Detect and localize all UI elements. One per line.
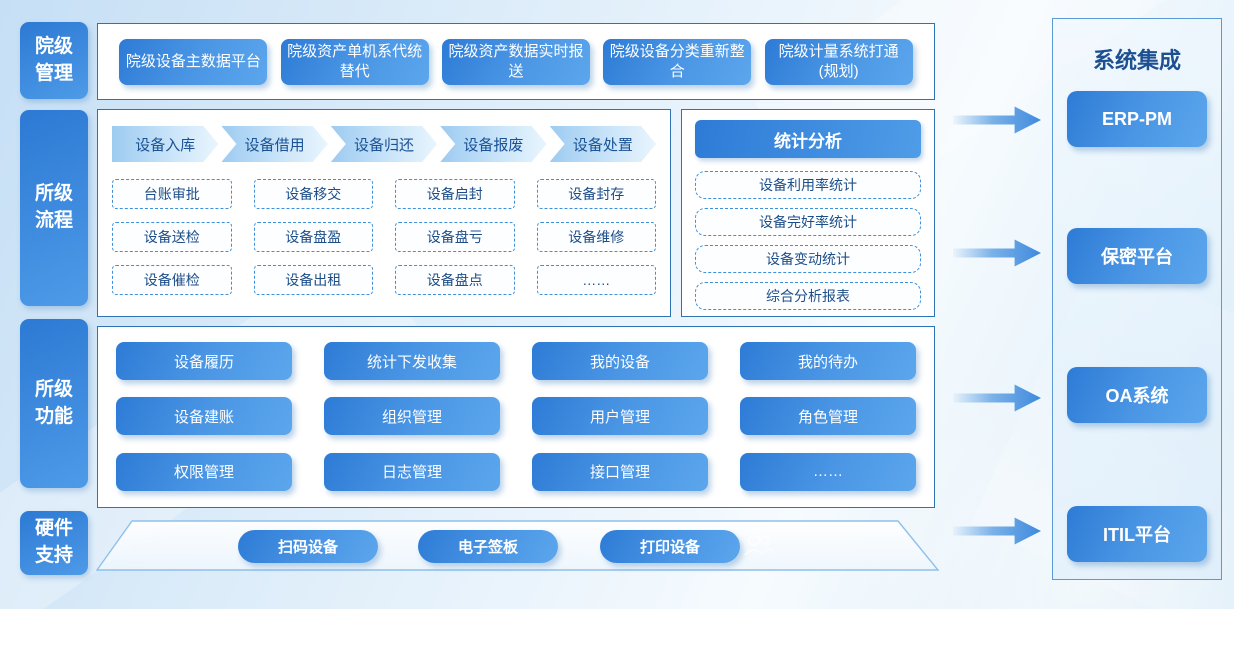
hospital-feature-box: 院级资产单机系代统替代 <box>280 38 429 85</box>
process-chevron-flow: 设备入库 设备借用 设备归还 设备报废 设备处置 <box>112 126 656 162</box>
rail-tab-hardware-support: 硬件支持 <box>20 511 88 575</box>
integration-arrow <box>953 384 1041 412</box>
process-item: 设备封存 <box>536 179 656 209</box>
function-box: 角色管理 <box>740 397 916 436</box>
rail-tab-institute-process: 所级流程 <box>20 110 88 306</box>
process-item: 设备盘亏 <box>395 222 515 252</box>
function-box: 我的设备 <box>532 342 708 380</box>
hardware-device-pill: 打印设备 <box>600 530 740 563</box>
hospital-feature-box: 院级资产数据实时报送 <box>441 38 590 85</box>
process-item: 设备盘点 <box>395 265 515 295</box>
integration-system-box: 保密平台 <box>1067 228 1207 284</box>
function-box: 日志管理 <box>324 452 500 491</box>
hardware-device-pill: 扫码设备 <box>238 530 378 563</box>
rail-tab-label: 院级管理 <box>34 35 73 84</box>
function-box: 用户管理 <box>532 397 708 436</box>
process-item: 设备移交 <box>253 179 373 209</box>
statistics-item: 设备变动统计 <box>695 245 921 273</box>
rail-tab-label: 硬件支持 <box>34 518 73 566</box>
process-item: 设备启封 <box>395 179 515 209</box>
people-watermark-icon <box>744 534 775 556</box>
process-item: 设备送检 <box>112 222 232 252</box>
integration-arrow <box>953 239 1041 267</box>
integration-system-box: ERP-PM <box>1067 91 1207 147</box>
statistics-item: 设备完好率统计 <box>695 208 921 236</box>
process-item: 设备催检 <box>112 265 232 295</box>
hardware-device-pill: 电子签板 <box>418 530 558 563</box>
flow-step: 设备处置 <box>550 126 656 162</box>
flow-step: 设备入库 <box>112 126 218 162</box>
rail-tab-hospital-management: 院级管理 <box>20 22 88 99</box>
function-box: 设备履历 <box>116 342 292 380</box>
function-box: 统计下发收集 <box>324 342 500 380</box>
rail-tab-institute-functions: 所级功能 <box>20 319 88 488</box>
process-item: 设备出租 <box>253 265 373 295</box>
flow-step: 设备借用 <box>221 126 327 162</box>
rail-tab-label: 所级功能 <box>34 378 73 427</box>
statistics-header: 统计分析 <box>695 120 921 158</box>
function-box: 设备建账 <box>116 397 292 436</box>
integration-system-box: ITIL平台 <box>1067 506 1207 562</box>
function-box: 权限管理 <box>116 452 292 491</box>
integration-arrow <box>953 106 1041 134</box>
statistics-item: 设备利用率统计 <box>695 171 921 199</box>
hospital-feature-box: 院级设备分类重新整合 <box>603 38 752 85</box>
statistics-section: 统计分析 设备利用率统计 设备完好率统计 设备变动统计 综合分析报表 <box>681 109 935 317</box>
hospital-feature-box: 院级设备主数据平台 <box>119 38 268 85</box>
hospital-level-section: 院级设备主数据平台 院级资产单机系代统替代 院级资产数据实时报送 院级设备分类重… <box>97 23 935 100</box>
integration-title: 系统集成 <box>1092 48 1181 73</box>
process-item: 台账审批 <box>112 179 232 209</box>
process-item-more: …… <box>536 265 656 295</box>
hospital-feature-box: 院级计量系统打通(规划) <box>764 38 913 85</box>
process-items-grid: 台账审批 设备移交 设备启封 设备封存 设备送检 设备盘盈 设备盘亏 设备维修 … <box>112 179 656 295</box>
process-item: 设备盘盈 <box>253 222 373 252</box>
function-box: 我的待办 <box>740 342 916 380</box>
process-flow-section: 设备入库 设备借用 设备归还 设备报废 设备处置 台账审批 设备移交 设备启封 … <box>97 109 671 317</box>
function-box-more: …… <box>740 452 916 491</box>
functions-section: 设备履历 统计下发收集 我的设备 我的待办 设备建账 组织管理 用户管理 角色管… <box>97 326 935 508</box>
architecture-diagram: 院级管理 所级流程 所级功能 硬件支持 院级设备主数据平台 院级资产单机系代统替… <box>0 0 1234 609</box>
flow-step: 设备归还 <box>331 126 437 162</box>
integration-system-box: OA系统 <box>1067 367 1207 423</box>
integration-arrow <box>953 517 1041 545</box>
function-box: 接口管理 <box>532 452 708 491</box>
system-integration-panel: 系统集成 ERP-PM 保密平台 OA系统 ITIL平台 <box>1052 18 1222 580</box>
flow-step: 设备报废 <box>440 126 546 162</box>
rail-tab-label: 所级流程 <box>34 183 73 231</box>
process-item: 设备维修 <box>536 222 656 252</box>
statistics-item: 综合分析报表 <box>695 282 921 310</box>
function-box: 组织管理 <box>324 397 500 436</box>
